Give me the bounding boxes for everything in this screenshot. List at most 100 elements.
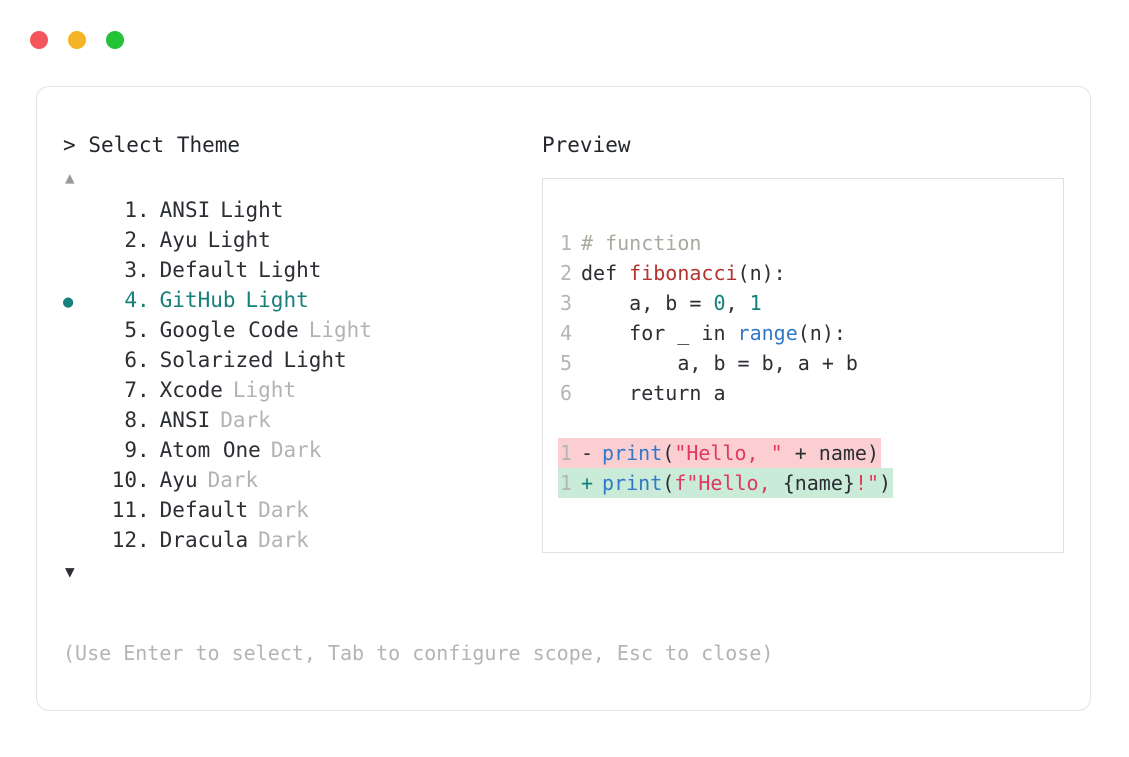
theme-item-mode: Dark [220, 408, 271, 432]
theme-item-index: 11 [111, 498, 137, 522]
theme-item-index: 10 [111, 468, 137, 492]
code-token: range [737, 321, 798, 345]
code-line-text: # function [581, 228, 701, 258]
theme-item-name: Xcode [159, 378, 223, 402]
theme-item-name: Default [159, 498, 249, 522]
theme-item-index: 3 [124, 258, 137, 282]
code-line: 4 for _ in range(n): [558, 318, 1063, 348]
selection-bullet-icon: ● [63, 497, 89, 527]
minimize-button[interactable] [68, 31, 86, 49]
diff-block: 1-print("Hello, " + name)1+print(f"Hello… [558, 438, 1063, 498]
code-token: print [602, 471, 663, 495]
theme-item-mode: Light [308, 318, 372, 342]
theme-list-item[interactable]: ● 7. Xcode Light [63, 375, 533, 405]
theme-item-separator: . [137, 258, 150, 282]
theme-item-separator: . [137, 378, 150, 402]
theme-item-separator: . [137, 318, 150, 342]
keyboard-hint: (Use Enter to select, Tab to configure s… [63, 641, 774, 665]
code-token: 1 [749, 291, 762, 315]
code-token: for _ in [581, 321, 738, 345]
code-token: + name) [782, 441, 880, 465]
selection-bullet-icon: ● [63, 377, 89, 407]
close-button[interactable] [30, 31, 48, 49]
code-token: return a [581, 381, 726, 405]
selection-bullet-icon: ● [63, 197, 89, 227]
theme-item-mode: Dark [258, 498, 309, 522]
theme-item-separator: . [137, 528, 150, 552]
theme-item-name: Dracula [159, 528, 249, 552]
theme-list-item[interactable]: ● 10. Ayu Dark [63, 465, 533, 495]
theme-item-name: Solarized [159, 348, 274, 372]
theme-item-index: 8 [124, 408, 137, 432]
prompt-row: > Select Theme [63, 131, 533, 159]
theme-item-mode: Light [207, 228, 271, 252]
theme-item-name: Ayu [159, 468, 198, 492]
window-traffic-lights [30, 31, 124, 49]
code-line: 5 a, b = b, a + b [558, 348, 1063, 378]
scroll-up-icon[interactable]: ▲ [65, 168, 75, 187]
diff-line-add: 1+print(f"Hello, {name}!") [558, 468, 894, 498]
code-token: ( [662, 471, 675, 495]
theme-item-index: 2 [124, 228, 137, 252]
selection-bullet-icon: ● [63, 467, 89, 497]
code-line-text: a, b = b, a + b [581, 348, 858, 378]
theme-item-mode: Light [232, 378, 297, 402]
scroll-down-icon[interactable]: ▼ [65, 562, 75, 581]
theme-item-mode: Dark [270, 438, 322, 462]
diff-line-del: 1-print("Hello, " + name) [558, 438, 882, 468]
diff-line-text: print("Hello, " + name) [602, 438, 879, 468]
theme-item-separator: . [137, 408, 150, 432]
code-token: !" [854, 471, 880, 495]
code-token: a, b = b, a + b [581, 351, 858, 375]
code-line: 1 # function [558, 228, 1063, 258]
code-token: ) [879, 471, 892, 495]
code-token: f"Hello, [674, 471, 783, 495]
selection-bullet-icon: ● [63, 227, 89, 257]
code-token: def [581, 261, 630, 285]
line-number: 4 [559, 321, 572, 345]
theme-item-mode: Dark [207, 468, 259, 492]
line-number: 1 [559, 441, 572, 465]
theme-item-separator: . [137, 228, 150, 252]
code-token: (n): [737, 261, 786, 285]
theme-item-separator: . [137, 468, 150, 492]
theme-list-pane: > Select Theme ▲ ●1.ANSILight●2.AyuLight… [63, 131, 533, 583]
theme-item-separator: . [137, 348, 150, 372]
code-token: print [602, 441, 663, 465]
theme-item-index: 7 [124, 378, 137, 402]
code-token: a, b = [581, 291, 714, 315]
code-line-text: for _ in range(n): [581, 318, 846, 348]
theme-item-name: ANSI [159, 198, 211, 222]
theme-item-name: Google Code [159, 318, 299, 342]
card-inner: > Select Theme ▲ ●1.ANSILight●2.AyuLight… [37, 87, 1090, 710]
maximize-button[interactable] [106, 31, 124, 49]
theme-item-index: 12 [111, 528, 137, 552]
line-number: 1 [559, 231, 572, 255]
code-line-text: return a [581, 378, 726, 408]
theme-item-name: ANSI [159, 408, 211, 432]
line-number: 2 [559, 261, 572, 285]
page-title: Select Theme [88, 133, 241, 157]
code-token: "Hello, " [674, 441, 783, 465]
selection-bullet-icon: ● [63, 347, 89, 377]
line-number: 5 [559, 351, 572, 375]
line-number: 1 [559, 471, 572, 495]
line-number: 3 [559, 291, 572, 315]
theme-item-index: 5 [124, 318, 137, 342]
theme-list: ●1.ANSILight●2.AyuLight●3.DefaultLight●4… [63, 195, 533, 555]
theme-item-index: 9 [124, 438, 137, 462]
code-token: fibonacci [629, 261, 738, 285]
